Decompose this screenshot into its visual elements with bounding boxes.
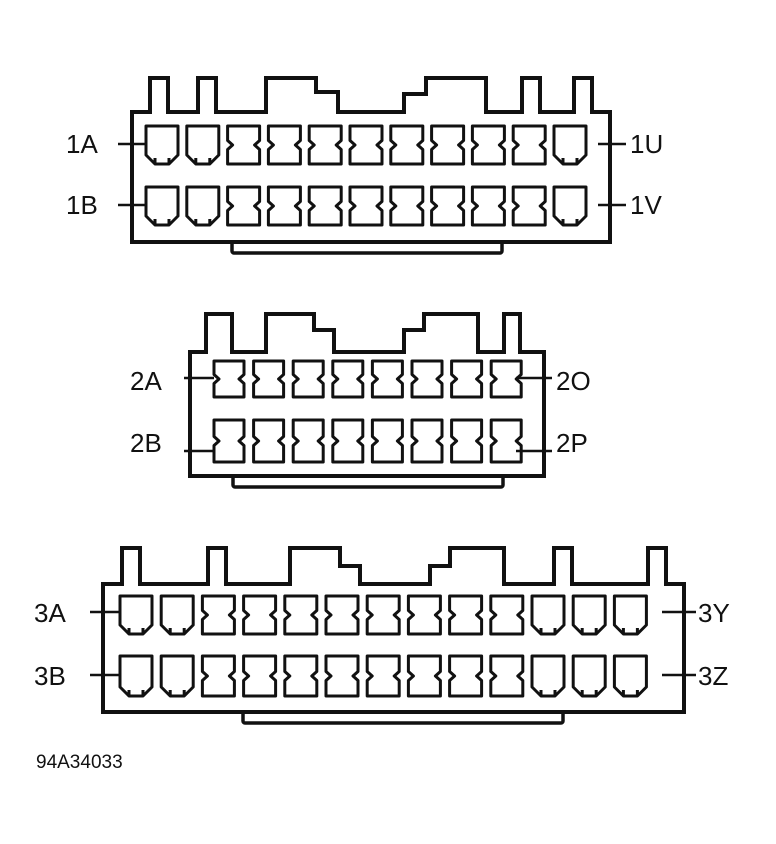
connector-2: 2A 2B 2O 2P xyxy=(130,312,591,489)
connector-3-pin-r2-c12 xyxy=(571,654,607,698)
connector-3-pin-r2-c2 xyxy=(159,654,195,698)
connector-1-pins xyxy=(144,124,588,227)
connector-1-pin-r1-c5 xyxy=(307,124,343,166)
connector-1-pin-r1-c2 xyxy=(185,124,221,166)
connector-1-pin-r1-c8 xyxy=(430,124,466,166)
connector-1-pin-r1-c4 xyxy=(266,124,302,166)
connector-2-pin-r1-c7 xyxy=(450,359,484,399)
connector-2-pin-r1-c3 xyxy=(291,359,325,399)
connector-1-pin-r2-c7 xyxy=(389,185,425,227)
connector-1-pin-r2-c11 xyxy=(552,185,588,227)
label-2P: 2P xyxy=(556,428,588,458)
connector-3-pin-r2-c8 xyxy=(406,654,442,698)
connector-3-pins xyxy=(118,594,648,698)
connector-3-pin-r1-c12 xyxy=(571,594,607,636)
connector-1-pin-r2-c6 xyxy=(348,185,384,227)
connector-2-pin-r1-c5 xyxy=(370,359,404,399)
connector-1-pin-r2-c1 xyxy=(144,185,180,227)
connector-1-pin-r2-c4 xyxy=(266,185,302,227)
connector-3-pin-r1-c11 xyxy=(530,594,566,636)
connector-1-pin-r2-c5 xyxy=(307,185,343,227)
connector-1-pin-r1-c10 xyxy=(511,124,547,166)
connector-1-pin-r1-c3 xyxy=(226,124,262,166)
connector-3-pin-r2-c6 xyxy=(324,654,360,698)
connector-1-pin-r1-c6 xyxy=(348,124,384,166)
label-2O: 2O xyxy=(556,366,591,396)
connector-3: 3A 3B 3Y 3Z xyxy=(34,546,730,725)
connector-3-pin-r1-c8 xyxy=(406,594,442,636)
connector-1-pin-r2-c9 xyxy=(470,185,506,227)
label-3B: 3B xyxy=(34,661,66,691)
connector-2-pin-r1-c8 xyxy=(489,359,523,399)
label-1U: 1U xyxy=(630,129,663,159)
connector-3-pin-r2-c4 xyxy=(242,654,278,698)
connector-2-pin-r1-c4 xyxy=(331,359,365,399)
label-1B: 1B xyxy=(66,190,98,220)
connector-3-pin-r1-c4 xyxy=(242,594,278,636)
connector-2-pin-r2-c8 xyxy=(489,418,523,464)
connector-2-pin-r1-c6 xyxy=(410,359,444,399)
connector-3-pin-r2-c3 xyxy=(200,654,236,698)
label-1A: 1A xyxy=(66,129,98,159)
connector-2-pin-r2-c2 xyxy=(252,418,286,464)
connector-1-pin-r1-c9 xyxy=(470,124,506,166)
label-1V: 1V xyxy=(630,190,662,220)
connector-3-pin-r2-c5 xyxy=(283,654,319,698)
connector-2-pin-r2-c3 xyxy=(291,418,325,464)
connector-1: 1A 1B 1U 1V xyxy=(66,76,663,255)
connector-3-pin-r1-c5 xyxy=(283,594,319,636)
connector-2-pin-r1-c2 xyxy=(252,359,286,399)
connector-3-pin-r2-c10 xyxy=(489,654,525,698)
label-3Y: 3Y xyxy=(698,598,730,628)
connector-3-pin-r1-c3 xyxy=(200,594,236,636)
connector-1-pin-r2-c2 xyxy=(185,185,221,227)
figure-code: 94A34033 xyxy=(36,752,123,773)
connector-2-pin-r2-c5 xyxy=(370,418,404,464)
connector-3-pin-r2-c11 xyxy=(530,654,566,698)
connector-3-pin-r1-c6 xyxy=(324,594,360,636)
label-2A: 2A xyxy=(130,366,162,396)
connector-3-pin-r1-c2 xyxy=(159,594,195,636)
connector-2-pin-r2-c1 xyxy=(212,418,246,464)
connector-3-pin-r1-c13 xyxy=(612,594,648,636)
connector-3-pin-r1-c7 xyxy=(365,594,401,636)
connector-3-pin-r2-c1 xyxy=(118,654,154,698)
connector-3-pin-r1-c1 xyxy=(118,594,154,636)
connector-2-pins xyxy=(212,359,523,464)
connector-2-pin-r2-c4 xyxy=(331,418,365,464)
connector-2-pin-r2-c6 xyxy=(410,418,444,464)
connector-1-pin-r2-c10 xyxy=(511,185,547,227)
connector-1-pin-r2-c3 xyxy=(226,185,262,227)
connector-3-pin-r2-c7 xyxy=(365,654,401,698)
connector-1-pin-r2-c8 xyxy=(430,185,466,227)
connector-3-pin-r1-c9 xyxy=(448,594,484,636)
label-2B: 2B xyxy=(130,428,162,458)
connector-3-pin-r2-c13 xyxy=(612,654,648,698)
connector-2-pin-r2-c7 xyxy=(450,418,484,464)
label-3Z: 3Z xyxy=(698,661,728,691)
connector-2-pin-r1-c1 xyxy=(212,359,246,399)
connector-1-pin-r1-c7 xyxy=(389,124,425,166)
connector-1-pin-r1-c11 xyxy=(552,124,588,166)
connector-1-pin-r1-c1 xyxy=(144,124,180,166)
connector-3-pin-r2-c9 xyxy=(448,654,484,698)
label-3A: 3A xyxy=(34,598,66,628)
connector-3-pin-r1-c10 xyxy=(489,594,525,636)
